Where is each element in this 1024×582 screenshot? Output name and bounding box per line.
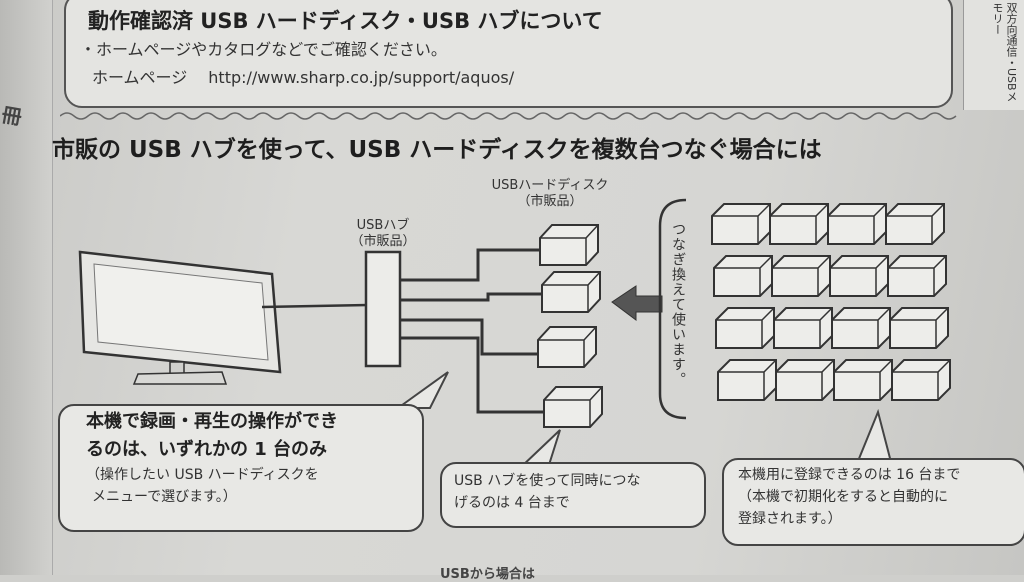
section-title: 市販の USB ハブを使って、USB ハードディスクを複数台つなぐ場合には <box>52 137 822 163</box>
swap-arrow <box>611 285 663 321</box>
registered-hdd <box>773 307 833 349</box>
section-divider <box>60 112 957 120</box>
hub-cable-2 <box>400 292 542 302</box>
registered-hdd <box>827 203 887 245</box>
middle-callout-line-2: げるのは 4 台まで <box>454 495 570 511</box>
info-box <box>64 0 953 108</box>
usb-hub-illustration <box>364 250 402 368</box>
hub-label: USBハブ （市販品） <box>338 218 428 250</box>
left-callout-main-2: るのは、いずれかの 1 台のみ <box>86 439 328 460</box>
hdd-connected-4 <box>543 386 603 428</box>
info-box-title: 動作確認済 USB ハードディスク・USB ハブについて <box>88 9 603 33</box>
middle-callout-line-1: USB ハブを使って同時につな <box>454 473 641 489</box>
right-callout-line-1: 本機用に登録できるのは 16 台まで <box>738 467 961 483</box>
tv-illustration <box>78 250 282 385</box>
registered-hdd <box>769 203 829 245</box>
hdd-label-line-2: （市販品） <box>517 194 583 209</box>
registered-hdd-grid <box>711 203 951 401</box>
left-callout-pointer <box>394 371 449 409</box>
swap-note: つなぎ換えて使います。 <box>670 222 686 387</box>
info-box-line-1: ・ホームページやカタログなどでご確認ください。 <box>80 40 447 59</box>
hdd-label: USBハードディスク （市販品） <box>470 178 630 210</box>
registered-hdd <box>829 255 889 297</box>
hub-label-line-1: USBハブ <box>356 218 410 233</box>
tv-to-hub-cable <box>261 303 369 309</box>
hub-cable-1 <box>400 248 540 282</box>
registered-hdd <box>717 359 777 401</box>
left-page-edge: 冊 <box>0 0 53 575</box>
index-tab-label: 双方向通信・USBメモリー <box>991 2 1018 102</box>
hub-cable-3 <box>400 318 538 356</box>
right-callout: 本機用に登録できるのは 16 台まで （本機で初期化をすると自動的に 登録されま… <box>722 458 1024 546</box>
right-callout-line-2: （本機で初期化をすると自動的に <box>738 489 948 505</box>
hub-label-line-2: （市販品） <box>350 234 416 249</box>
registered-hdd <box>831 307 891 349</box>
right-callout-line-3: 登録されます。） <box>738 511 842 527</box>
registered-hdd <box>889 307 949 349</box>
next-section-heading: USBから場合は <box>440 567 535 582</box>
hdd-connected-2 <box>541 271 601 313</box>
hdd-label-line-1: USBハードディスク <box>491 178 609 193</box>
registered-hdd <box>775 359 835 401</box>
index-tab[interactable]: 双方向通信・USBメモリー <box>963 0 1024 110</box>
registered-hdd <box>713 255 773 297</box>
registered-hdd <box>887 255 947 297</box>
registered-hdd <box>715 307 775 349</box>
hdd-connected-1 <box>539 224 599 266</box>
hdd-connected-3 <box>537 326 597 368</box>
info-box-url-line[interactable]: ホームページ http://www.sharp.co.jp/support/aq… <box>92 68 515 87</box>
registered-hdd <box>891 359 951 401</box>
registered-hdd <box>711 203 771 245</box>
registered-hdd <box>771 255 831 297</box>
registered-hdd <box>833 359 893 401</box>
registered-hdd <box>885 203 945 245</box>
left-callout: 本機で録画・再生の操作ができ るのは、いずれかの 1 台のみ （操作したい US… <box>58 404 424 532</box>
left-callout-main-1: 本機で録画・再生の操作ができ <box>86 411 338 432</box>
hub-cable-4 <box>400 336 544 414</box>
hdd-group-bracket <box>658 198 687 420</box>
left-callout-sub-1: （操作したい USB ハードディスクを <box>86 467 319 483</box>
left-callout-sub-2: メニューで選びます。） <box>92 489 237 505</box>
middle-callout: USB ハブを使って同時につな げるのは 4 台まで <box>440 462 706 528</box>
